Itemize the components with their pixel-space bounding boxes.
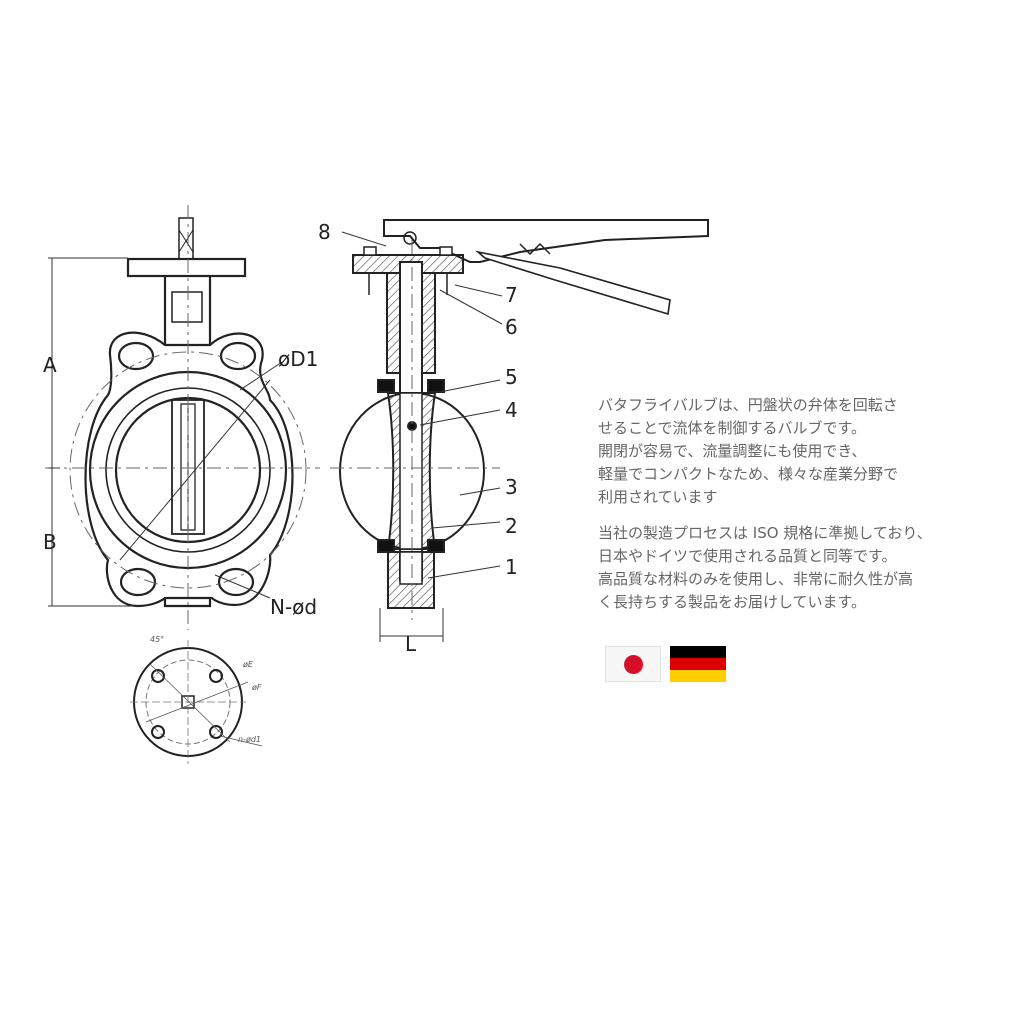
part-number-3: 3 [505, 475, 518, 499]
front-view [84, 217, 294, 608]
bolt-circle-line [69, 351, 307, 589]
dimension-b-label: B [43, 530, 57, 554]
part-number-5: 5 [505, 365, 518, 389]
flange-nd-label: n-ød1 [238, 735, 261, 744]
part-number-8: 8 [318, 220, 331, 244]
germany-flag-red-stripe [670, 658, 726, 670]
germany-flag-gold-stripe [670, 670, 726, 682]
center-lines [45, 205, 320, 630]
dimension-a-label: A [43, 353, 57, 377]
description-paragraph-1: バタフライバルブは、円盤状の弁体を回転さ せることで流体を制御するバルブです。 … [598, 394, 998, 509]
description-paragraph-2: 当社の製造プロセスは ISO 規格に準拠しており、 日本やドイツで使用される品質… [598, 522, 998, 614]
germany-flag-black-stripe [670, 646, 726, 658]
flange-detail [130, 640, 263, 764]
dimension-l-label: L [405, 632, 417, 656]
flange-f-label: øF [251, 683, 262, 692]
side-view [339, 219, 709, 609]
japan-flag [605, 646, 661, 682]
side-view-center-lines [330, 240, 500, 620]
part-number-7: 7 [505, 283, 518, 307]
bolt-holes-label: N-ød [270, 595, 317, 619]
description-text-2: 当社の製造プロセスは ISO 規格に準拠しており、 日本やドイツで使用される品質… [598, 524, 932, 611]
part-leader-lines [341, 231, 503, 579]
germany-flag [670, 646, 726, 682]
dimension-lines [48, 257, 283, 607]
diameter-d1-label: øD1 [278, 347, 318, 371]
flange-angle-label: 45° [150, 635, 164, 644]
japan-flag-sun [624, 655, 643, 674]
part-number-2: 2 [505, 514, 518, 538]
dimension-l-line [379, 608, 444, 642]
part-number-6: 6 [505, 315, 518, 339]
description-text-1: バタフライバルブは、円盤状の弁体を回転さ せることで流体を制御するバルブです。 … [598, 396, 899, 506]
part-number-4: 4 [505, 398, 518, 422]
flange-e-label: øE [242, 660, 254, 669]
part-number-1: 1 [505, 555, 518, 579]
